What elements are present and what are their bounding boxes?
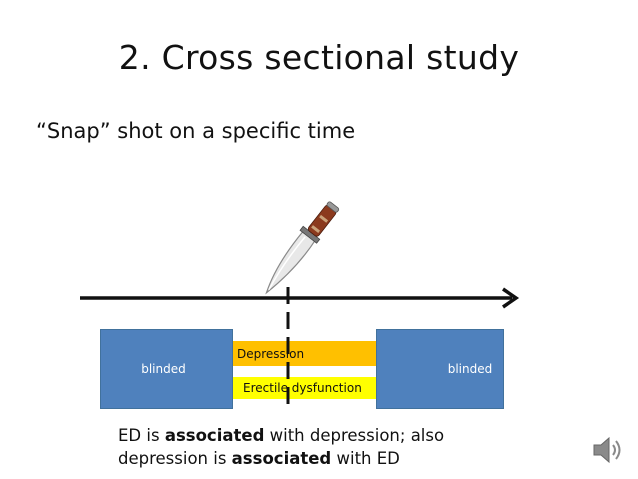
ed-label: Erectile dysfunction bbox=[243, 381, 362, 395]
speaker-icon[interactable] bbox=[590, 432, 626, 468]
blinded-right-label: blinded bbox=[447, 362, 493, 376]
blinded-box-left: blinded bbox=[100, 329, 233, 409]
depression-label: Depression bbox=[237, 346, 305, 361]
slide-subtitle: “Snap” shot on a specific time bbox=[36, 119, 356, 143]
blinded-left-label: blinded bbox=[141, 362, 186, 376]
blinded-box-right: blinded bbox=[376, 329, 504, 409]
caption: ED is associated with depression; also d… bbox=[118, 424, 444, 470]
caption-line-1: ED is associated with depression; also bbox=[118, 426, 445, 445]
slide-title: 2. Cross sectional study bbox=[118, 38, 520, 77]
depression-band: Depression bbox=[233, 341, 376, 366]
caption-line-2: depression is associated with ED bbox=[118, 449, 400, 468]
ed-band: Erectile dysfunction bbox=[233, 377, 376, 399]
arrow-head bbox=[502, 287, 520, 309]
